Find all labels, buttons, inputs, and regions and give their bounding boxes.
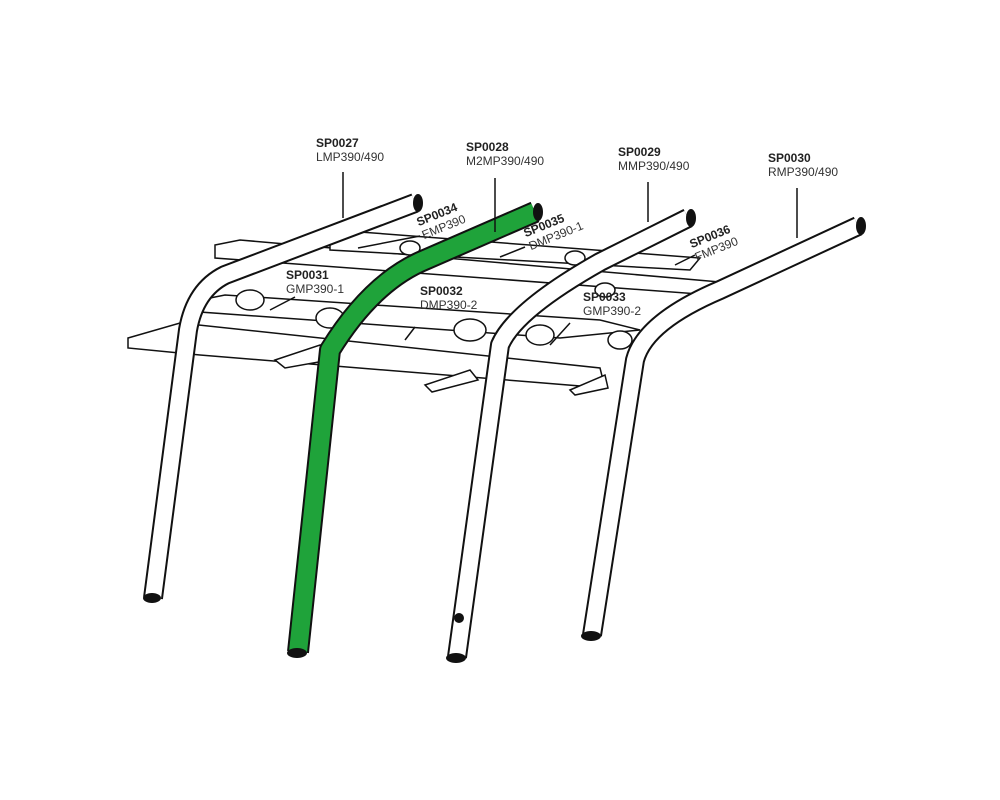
tubes (143, 193, 863, 659)
clamps (235, 240, 633, 350)
part-name: MMP390/490 (618, 159, 690, 173)
bracket-right (568, 373, 609, 396)
bracket-mid (423, 369, 480, 393)
part-code: SP0033 (583, 290, 626, 304)
leader-lines (269, 172, 798, 346)
part-name: GMP390-1 (286, 282, 345, 296)
part-code: SP0032 (420, 284, 463, 298)
part-name: M2MP390/490 (466, 154, 545, 168)
part-code: SP0029 (618, 145, 661, 159)
part-code: SP0027 (316, 136, 359, 150)
part-code: SP0031 (286, 268, 329, 282)
part-name: RMP390/490 (768, 165, 839, 179)
part-name: LMP390/490 (316, 150, 385, 164)
part-code: SP0030 (768, 151, 811, 165)
part-name: DMP390-2 (420, 298, 478, 312)
part-code: SP0028 (466, 140, 509, 154)
part-name: GMP390-2 (583, 304, 642, 318)
tube-ends (143, 194, 866, 663)
